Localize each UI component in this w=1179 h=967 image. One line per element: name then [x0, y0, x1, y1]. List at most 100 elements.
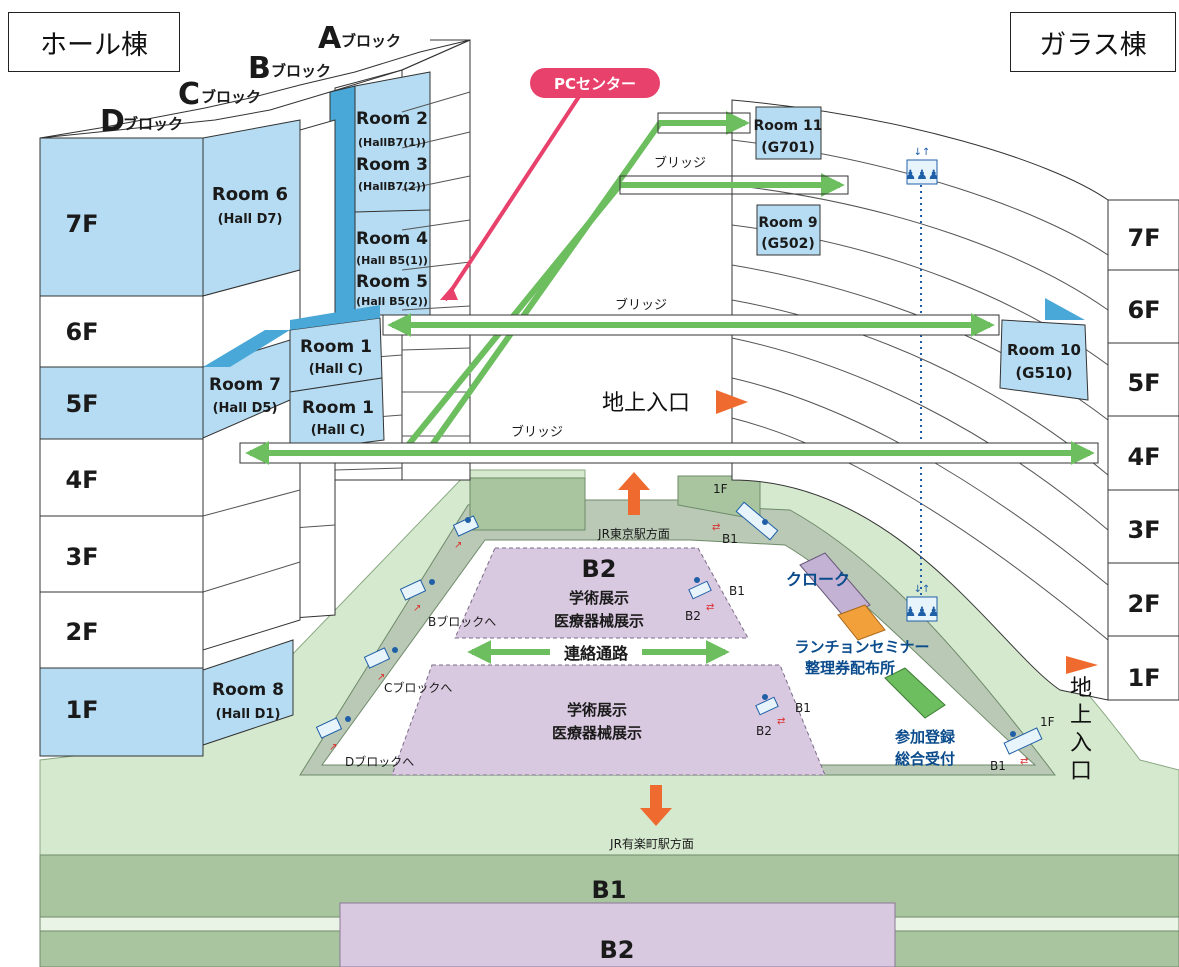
escalator-icon-b2: ↗ [399, 579, 435, 614]
room-10-box [999, 319, 1089, 401]
lunch-box [837, 604, 886, 641]
elevator-icon-bottom: ♟♟♟ ↓↑ [905, 584, 939, 622]
svg-text:♟♟♟: ♟♟♟ [905, 168, 940, 183]
room-5-hall: (Hall B5(2)) [356, 295, 428, 308]
registration-box [884, 667, 946, 719]
block-c-suffix: ブロック [201, 88, 261, 106]
room-1a-hall: (Hall C) [309, 362, 364, 377]
svg-text:↗: ↗ [454, 540, 462, 551]
room-4-name: Room 4 [356, 229, 428, 249]
tokyo-arrow [618, 472, 650, 515]
b2-exhibition-lower [391, 664, 826, 776]
lower-area-line1: 学術展示 [567, 701, 627, 719]
yurakucho-direction: JR有楽町駅方面 [609, 836, 694, 851]
block-a-letter: A [318, 21, 342, 56]
bridge-label-4f: ブリッジ [511, 424, 563, 440]
pc-center-arrowhead [440, 286, 458, 300]
registration-line1: 参加登録 [895, 728, 956, 746]
escalator-icon-b: ↗ [452, 515, 480, 551]
escalator-icon-1f-top: ⇄ [712, 501, 779, 541]
svg-text:⇄: ⇄ [706, 602, 714, 613]
ground-entrance-label: 地上入口 [602, 391, 690, 416]
hall-floor-2f: 2F [65, 618, 98, 646]
pc-center-arrow [443, 93, 582, 302]
glass-floor-5f: 5F [1127, 369, 1160, 397]
bridges [239, 111, 1099, 465]
room-11-hall: (G701) [761, 140, 815, 156]
glass-floor-7f: 7F [1127, 224, 1160, 252]
corridor-label: 連絡通路 [564, 644, 629, 663]
room-10-top [1045, 298, 1085, 320]
yurakucho-arrow [640, 785, 672, 826]
lunch-line1: ランチョンセミナー [794, 638, 929, 656]
room-7-hall: (Hall D5) [213, 401, 278, 416]
room-9-name: Room 9 [758, 215, 817, 231]
svg-text:⇄: ⇄ [712, 522, 720, 533]
bridge-label-6f: ブリッジ [615, 297, 667, 313]
block-d-suffix: ブロック [123, 115, 183, 133]
pc-center-label: PCセンター [554, 75, 636, 93]
room-10-name: Room 10 [1007, 341, 1081, 359]
glass-floor-4f: 4F [1127, 443, 1160, 471]
esc-lower-b2: B2 [756, 724, 772, 738]
hall-floor-1f: 1F [65, 696, 98, 724]
glass-floor-6f: 6F [1127, 296, 1160, 324]
hall-building-title: ホール棟 [8, 12, 180, 72]
room-1a-name: Room 1 [300, 337, 372, 357]
glass-floor-1f: 1F [1127, 664, 1160, 692]
glass-building-title: ガラス棟 [1010, 12, 1176, 72]
lower-area-line2: 医療器械展示 [552, 724, 642, 742]
hall-building [39, 39, 471, 757]
b2-area-line2: 医療器械展示 [554, 612, 644, 630]
room-7-name: Room 7 [209, 375, 281, 395]
ground-entrance-arrow-right [1066, 656, 1098, 674]
corridor-label-bg [550, 641, 642, 663]
ground-entrance-arrow [716, 390, 748, 414]
svg-text:↗: ↗ [413, 603, 421, 614]
block-a-suffix: ブロック [341, 32, 401, 50]
room-1b-name: Room 1 [302, 398, 374, 418]
esc-upper-b2: B2 [685, 609, 701, 623]
block-d-letter: D [100, 104, 125, 139]
to-d-block: Dブロックへ [345, 754, 414, 769]
escalator-icon-b2-lower: ⇄ [755, 694, 785, 727]
room-5-name: Room 5 [356, 272, 428, 292]
to-b-block: Bブロックへ [428, 614, 496, 629]
lunch-line2: 整理券配布所 [805, 659, 895, 677]
room-11-name: Room 11 [754, 118, 823, 134]
escalator-icon-d: ↗ [315, 716, 351, 753]
esc-lower-b1: B1 [795, 701, 811, 715]
room-6-name: Room 6 [212, 184, 288, 205]
basement-b2-label: B2 [600, 936, 635, 964]
esc-upper-b1: B1 [729, 584, 745, 598]
block-b-suffix: ブロック [271, 62, 331, 80]
escalator-icon-1f-bottom: ⇄ [1003, 727, 1043, 767]
room-2-hall: (HallB7(1)) [358, 136, 426, 149]
room-3-name: Room 3 [356, 155, 428, 175]
room-9-hall: (G502) [761, 236, 815, 252]
room-6-hall: (Hall D7) [218, 212, 283, 227]
room-1b-hall: (Hall C) [311, 423, 366, 438]
basement-b1-label: B1 [592, 876, 627, 904]
bridge-label-7f: ブリッジ [654, 155, 706, 171]
hall-floor-7f: 7F [65, 210, 98, 238]
hall-floor-6f: 6F [65, 318, 98, 346]
registration-line2: 総合受付 [895, 750, 955, 768]
svg-text:↓↑: ↓↑ [914, 147, 931, 158]
escalator-icon-b2-upper: ⇄ [688, 577, 714, 613]
esc-bottom-1f: 1F [1040, 715, 1055, 729]
room-10-hall: (G510) [1015, 364, 1072, 382]
svg-text:⇄: ⇄ [1020, 756, 1028, 767]
ground-entrance-vertical: 地 上 入 口 [1070, 676, 1099, 784]
svg-text:↓↑: ↓↑ [914, 584, 931, 595]
tokyo-direction: JR東京駅方面 [597, 526, 670, 541]
basement-b2-area [339, 902, 896, 967]
esc-top-1f: 1F [713, 482, 728, 496]
to-c-block: Cブロックへ [384, 680, 452, 695]
b2-area-label: B2 [582, 555, 617, 583]
room-2-name: Room 2 [356, 109, 428, 129]
cloak-label: クローク [786, 570, 850, 589]
elevator-icon-top: ♟♟♟ ↓↑ [905, 147, 940, 185]
